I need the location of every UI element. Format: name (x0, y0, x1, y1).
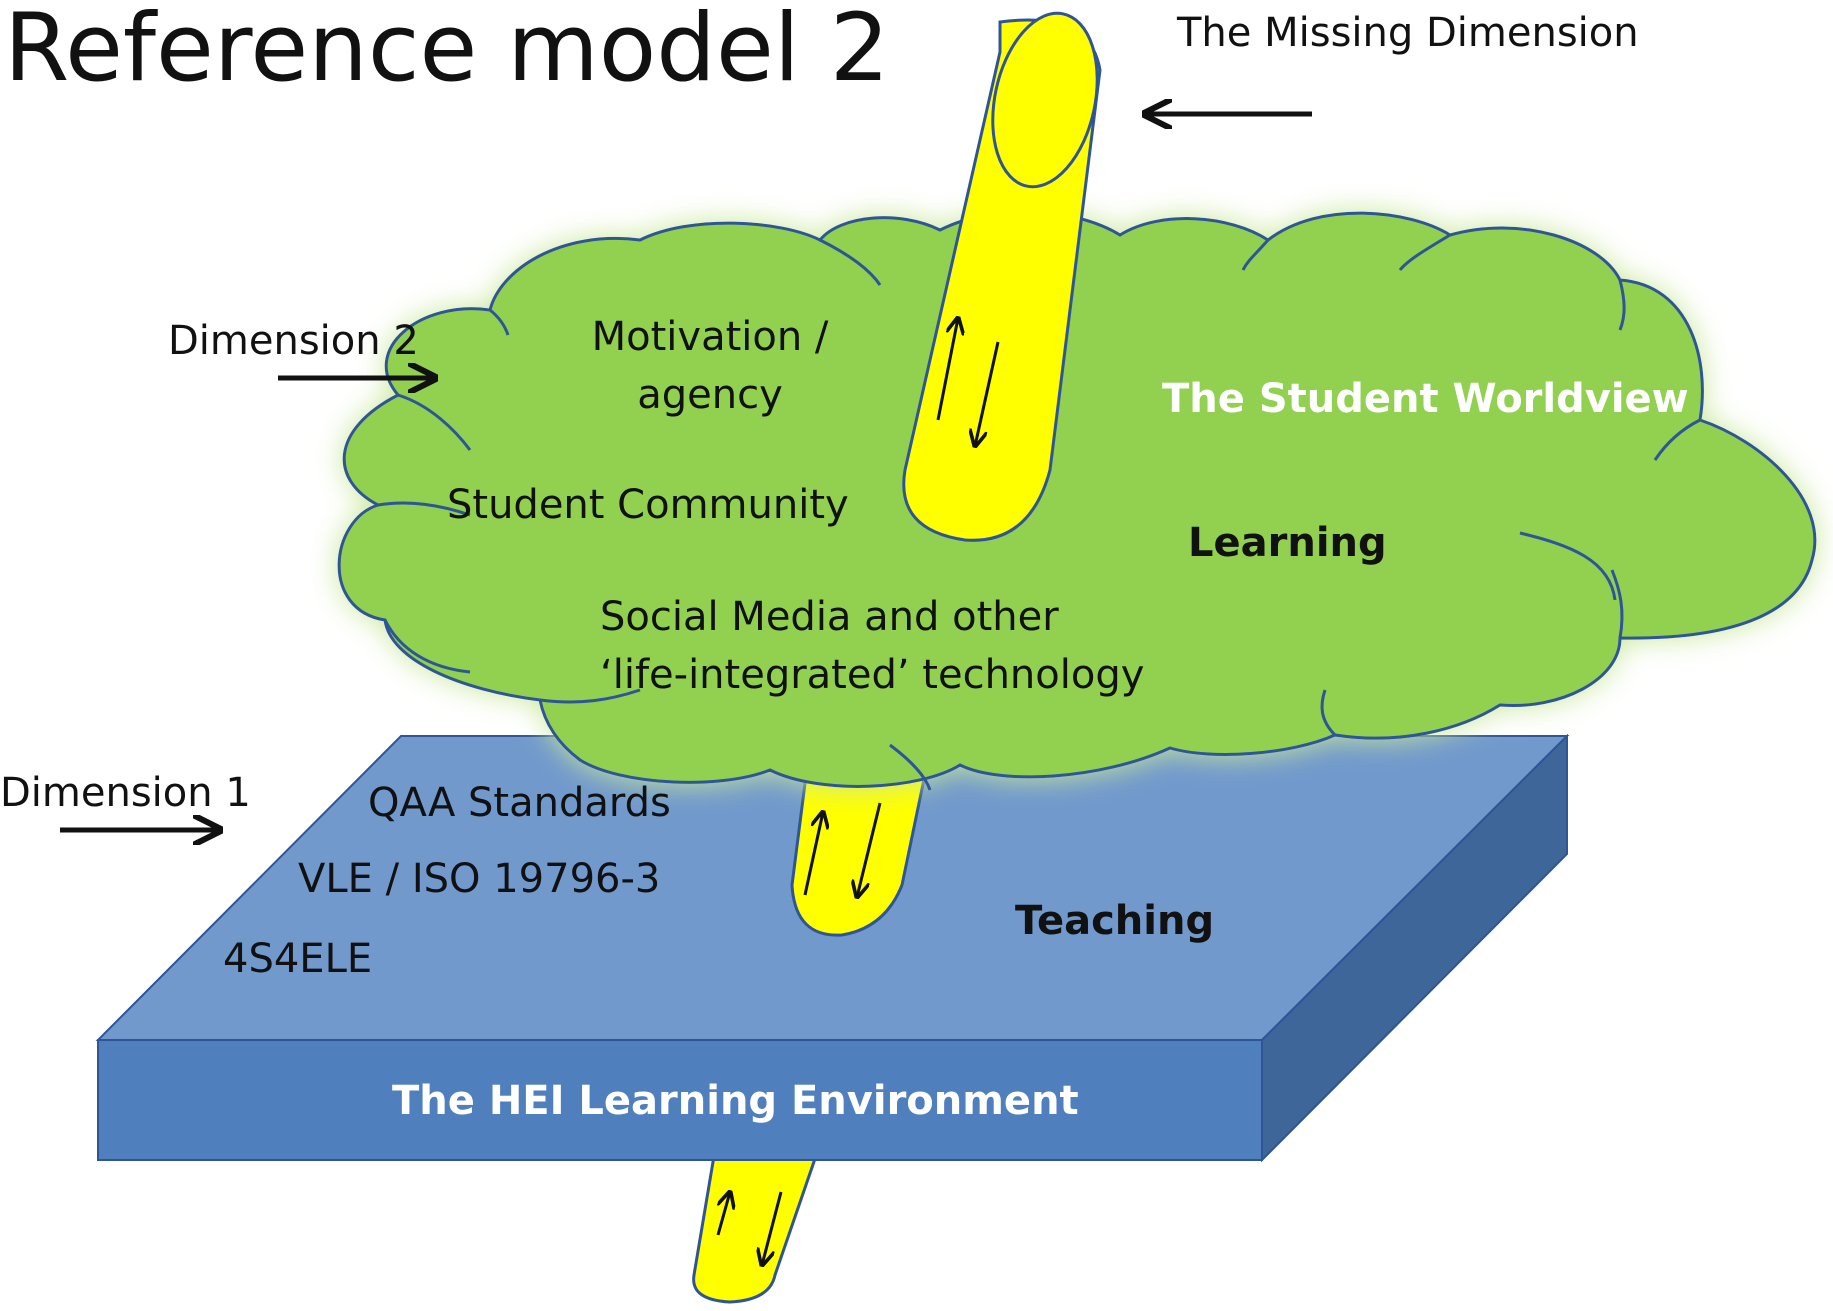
learning-label: Learning (1188, 520, 1387, 566)
motivation-label-line1: Motivation / (591, 314, 829, 360)
student-cloud (337, 210, 1817, 791)
cylinder-cap (991, 11, 1099, 189)
top-cylinder (902, 11, 1102, 542)
platform-side (1261, 733, 1568, 1163)
dimension-1-label: Dimension 1 (0, 770, 251, 816)
social-media-label-line2: ‘life-integrated’ technology (600, 652, 1145, 698)
motivation-label-line2: agency (637, 372, 783, 418)
down-arrow-icon (857, 802, 882, 897)
4s4ele-label: 4S4ELE (223, 936, 373, 982)
social-media-label-line1: Social Media and other (600, 594, 1059, 640)
down-arrow-icon (975, 341, 1000, 446)
dimension-2-label: Dimension 2 (168, 318, 419, 364)
student-community-label: Student Community (447, 482, 849, 528)
page-title: Reference model 2 (4, 0, 890, 103)
missing-dimension-label: The Missing Dimension (1177, 10, 1639, 56)
hei-environment-label: The HEI Learning Environment (392, 1078, 1079, 1124)
down-arrow-icon (762, 1191, 783, 1265)
qaa-standards-label: QAA Standards (368, 780, 671, 826)
up-arrow-icon (803, 812, 823, 896)
middle-cylinder (790, 758, 930, 937)
bottom-cylinder (692, 1148, 821, 1304)
up-arrow-icon (716, 1192, 730, 1236)
up-arrow-icon (936, 318, 958, 421)
teaching-label: Teaching (1015, 898, 1215, 944)
student-worldview-label: The Student Worldview (1162, 376, 1689, 422)
vle-iso-label: VLE / ISO 19796-3 (298, 856, 661, 902)
